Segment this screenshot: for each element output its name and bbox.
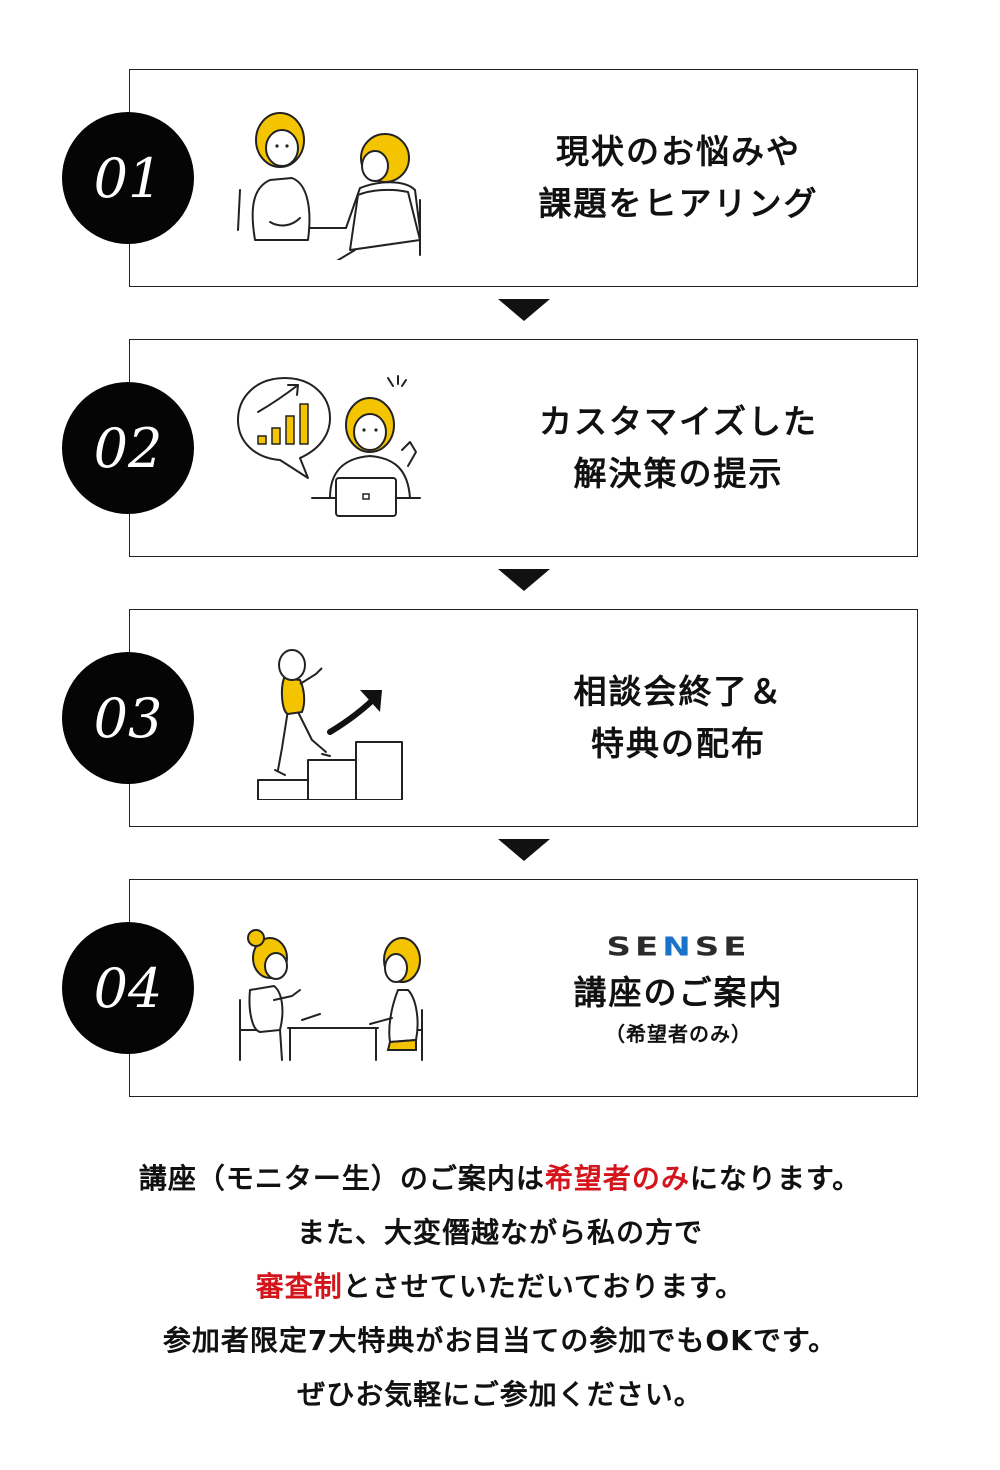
- step-number-badge-3: 03: [62, 652, 194, 784]
- note-line-3-highlight: 審査制: [255, 1270, 343, 1303]
- step-2-line-2: 解決策の提示: [573, 454, 784, 493]
- step-card-4: SENSE 講座のご案内 （希望者のみ）: [129, 879, 918, 1097]
- sense-logo-part-3: SE: [694, 932, 751, 962]
- note-text: 講座（モニター生）のご案内は希望者のみになります。 また、大変僭越ながら私の方で…: [0, 1152, 1000, 1422]
- note-line-1: 講座（モニター生）のご案内は希望者のみになります。: [0, 1152, 1000, 1206]
- down-arrow-icon: [498, 839, 550, 861]
- step-text-4: SENSE 講座のご案内 （希望者のみ）: [460, 880, 897, 1096]
- step-3-line-1: 相談会終了＆: [573, 672, 784, 711]
- course-guidance-illustration: [239, 929, 423, 1061]
- sense-logo-part-2: N: [662, 932, 695, 962]
- step-number-badge-4: 04: [62, 922, 194, 1054]
- note-line-4: 参加者限定7大特典がお目当ての参加でもOKです。: [162, 1324, 838, 1357]
- note-line-3: 審査制とさせていただいております。: [0, 1260, 1000, 1314]
- proposal-chart-illustration: [237, 375, 421, 517]
- step-number-badge-2: 02: [62, 382, 194, 514]
- sense-logo-part-1: SE: [606, 932, 663, 962]
- step-card-2: カスタマイズした 解決策の提示: [129, 339, 918, 557]
- step-number-badge-1: 01: [62, 112, 194, 244]
- down-arrow-icon: [498, 299, 550, 321]
- down-arrow-icon: [498, 569, 550, 591]
- step-4-sub: （希望者のみ）: [605, 1022, 752, 1046]
- note-line-3-post: とさせていただいております。: [342, 1270, 745, 1303]
- step-text-2: カスタマイズした 解決策の提示: [460, 340, 897, 556]
- step-4-line-1: 講座のご案内: [573, 973, 784, 1012]
- note-line-5: ぜひお気軽にご参加ください。: [297, 1378, 703, 1411]
- note-line-1-highlight: 希望者のみ: [544, 1162, 690, 1195]
- step-1-line-2: 課題をヒアリング: [538, 184, 819, 223]
- step-card-3: 相談会終了＆ 特典の配布: [129, 609, 918, 827]
- consultation-hearing-illustration: [237, 112, 421, 260]
- sense-logo: SENSE: [607, 932, 751, 962]
- step-text-1: 現状のお悩みや 課題をヒアリング: [460, 70, 897, 286]
- stair-climbing-illustration: [257, 649, 403, 800]
- step-2-line-1: カスタマイズした: [538, 402, 818, 441]
- step-1-line-1: 現状のお悩みや: [556, 132, 801, 171]
- step-card-1: 現状のお悩みや 課題をヒアリング: [129, 69, 918, 287]
- note-line-2: また、大変僭越ながら私の方で: [296, 1216, 703, 1249]
- step-3-line-2: 特典の配布: [591, 724, 766, 763]
- note-line-1-pre: 講座（モニター生）のご案内は: [138, 1162, 545, 1195]
- step-text-3: 相談会終了＆ 特典の配布: [460, 610, 897, 826]
- note-line-1-post: になります。: [689, 1162, 862, 1195]
